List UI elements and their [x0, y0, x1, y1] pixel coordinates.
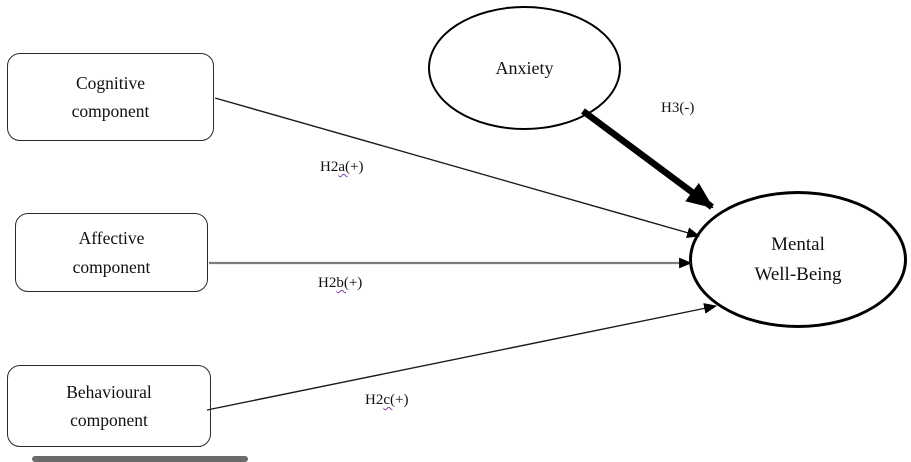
edge-label-h2b-pre: H2 [318, 275, 337, 291]
node-behavioural-label-line2: component [70, 410, 148, 430]
arrow-anxiety-to-mwb-thick [581, 108, 714, 210]
node-mwb-label-line1: Mental [771, 234, 825, 256]
node-cognitive-label-line2: component [71, 101, 150, 121]
node-cognitive-component: Cognitive component [7, 53, 214, 141]
node-affective-component: Affective component [15, 213, 208, 292]
arrow-behavioural-to-mwb [206, 303, 718, 411]
edge-label-h2b-post: +) [348, 275, 363, 291]
node-behavioural-label-line1: Behavioural [66, 381, 152, 402]
node-cognitive-label-line1: Cognitive [75, 72, 146, 93]
edge-label-h3: H3(-) [661, 100, 694, 117]
edge-label-h2c-wavy: c( [383, 392, 395, 408]
node-anxiety-label: Anxiety [495, 57, 554, 78]
edge-label-h2a-post: +) [350, 159, 364, 175]
edge-label-h2a: H2a(+) [320, 159, 363, 176]
node-mwb-label-line2: Well-Being [754, 263, 842, 285]
edge-label-h2a-pre: H2 [320, 159, 339, 175]
node-affective-label-line2: component [72, 256, 151, 277]
node-behavioural-component: Behavioural component [7, 365, 211, 447]
edge-label-h2a-wavy: a( [338, 159, 350, 175]
edge-label-h2c-post: +) [395, 392, 409, 408]
node-mental-well-being: Mental Well-Being [689, 191, 907, 328]
edge-label-h2c: H2c(+) [365, 392, 408, 409]
node-anxiety: Anxiety [428, 6, 621, 130]
node-affective-label-line1: Affective [78, 228, 145, 249]
edge-label-h2b-wavy: b( [336, 275, 349, 291]
edge-label-h2c-pre: H2 [365, 392, 384, 408]
arrow-cognitive-to-mwb [214, 97, 701, 238]
edge-label-h2b: H2b(+) [318, 275, 362, 292]
edge-label-h3-text: H3(-) [661, 100, 695, 116]
bottom-edge-bar [32, 456, 248, 462]
